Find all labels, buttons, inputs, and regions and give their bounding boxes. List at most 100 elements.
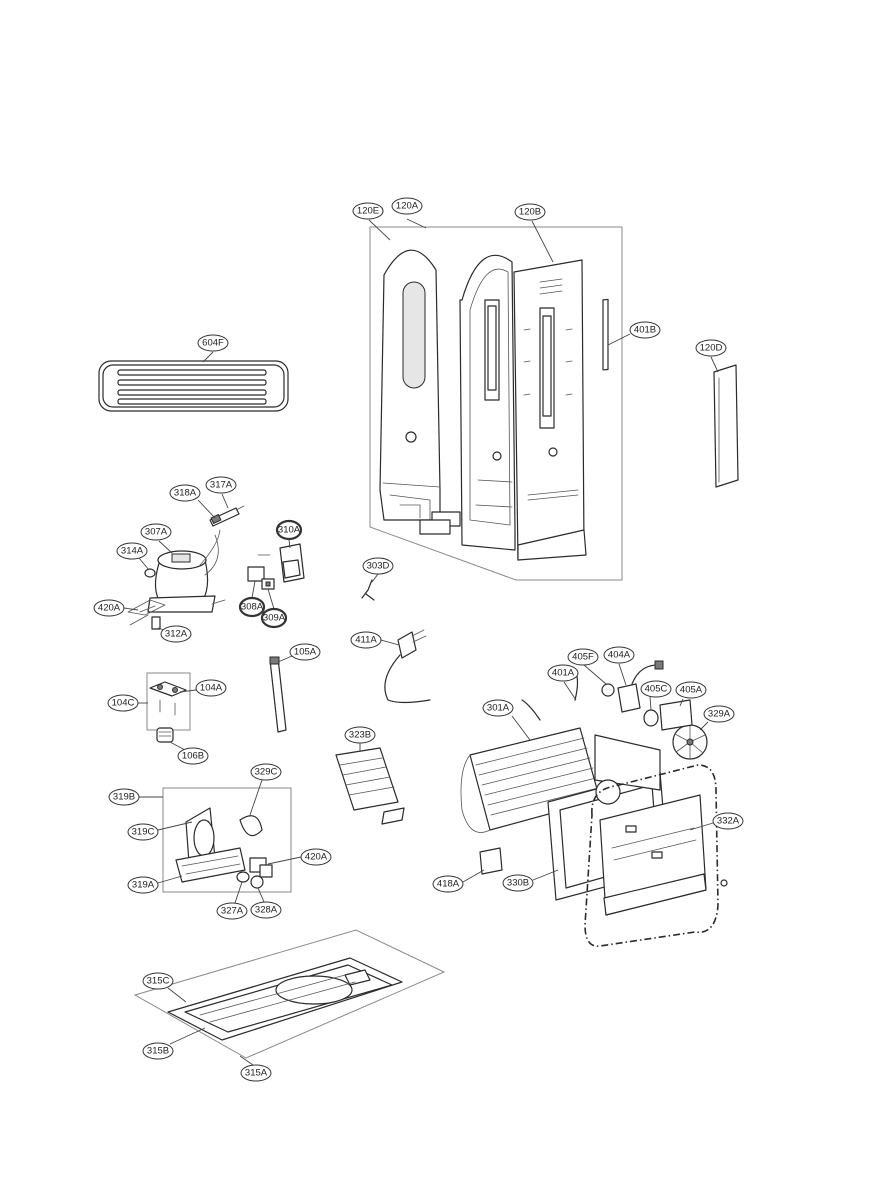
callout-label-text: 303D xyxy=(367,561,390,572)
callout-label-text: 319C xyxy=(132,827,155,838)
callout-label-text: 312A xyxy=(165,629,188,640)
callout-404a: 404A xyxy=(603,646,635,686)
panel-group-outline xyxy=(369,226,623,581)
callout-106b: 106B xyxy=(169,741,209,765)
callout-label-text: 120A xyxy=(396,201,419,212)
callout-420a-top: 420A xyxy=(93,599,139,617)
bracket-group-104 xyxy=(146,672,191,743)
callout-401a: 401A xyxy=(547,664,579,701)
callout-label-text: 418A xyxy=(437,879,460,890)
callout-label-text: 120B xyxy=(519,207,541,218)
callout-label-text: 411A xyxy=(355,635,377,646)
callout-327a: 327A xyxy=(216,881,248,920)
callout-label-text: 318A xyxy=(174,488,197,499)
callout-label-text: 315C xyxy=(147,976,170,987)
strip-401b xyxy=(602,298,609,371)
compressor-307a xyxy=(139,529,226,613)
panel-120b xyxy=(513,259,587,561)
grommets-314a xyxy=(144,568,156,578)
base-pan-outline xyxy=(133,929,446,1059)
callout-label-text: 314A xyxy=(121,546,144,557)
callout-120d: 120D xyxy=(695,339,727,373)
callout-label-text: 329C xyxy=(255,767,278,778)
callout-label-text: 309A xyxy=(263,613,286,624)
callout-319c: 319C xyxy=(127,821,193,841)
side-panel-120d xyxy=(713,364,739,488)
callout-label-text: 106B xyxy=(182,751,204,762)
valve-317a-318a xyxy=(209,505,245,527)
callout-label-text: 327A xyxy=(221,906,244,917)
callout-315b: 315B xyxy=(142,1027,206,1060)
callout-330b: 330B xyxy=(502,869,559,892)
power-cord-411a xyxy=(384,629,431,704)
callout-307a: 307A xyxy=(140,523,173,554)
wire-303d xyxy=(361,579,375,601)
callout-418a: 418A xyxy=(432,869,485,893)
condenser-coil-323b xyxy=(335,747,405,825)
callout-604f: 604F xyxy=(197,334,229,363)
callout-301a: 301A xyxy=(482,699,531,741)
callout-312a: 312A xyxy=(157,625,192,643)
callout-303d: 303D xyxy=(362,557,394,583)
callout-label-text: 401A xyxy=(552,668,575,679)
fan-assembly-319 xyxy=(162,787,292,893)
callout-315a: 315A xyxy=(239,1055,272,1082)
callout-309a: 309A xyxy=(260,588,288,629)
callout-120e: 120E xyxy=(352,202,391,241)
fan-blade-329a xyxy=(672,724,708,760)
callout-120b: 120B xyxy=(514,203,554,263)
callout-label-text: 604F xyxy=(202,338,224,349)
panel-120a xyxy=(419,254,516,551)
callout-314a: 314A xyxy=(116,542,150,571)
callout-405c: 405C xyxy=(640,680,672,711)
callout-label-text: 329A xyxy=(708,709,731,720)
callout-308a: 308A xyxy=(238,580,266,618)
callout-label-text: 301A xyxy=(487,703,510,714)
clip-420a-top xyxy=(127,599,166,626)
callout-label-text: 420A xyxy=(98,603,121,614)
callout-label-text: 405A xyxy=(680,685,703,696)
callout-317a: 317A xyxy=(205,476,237,509)
drier-105a xyxy=(269,656,287,733)
base-pan-315 xyxy=(133,929,446,1059)
callout-label-text: 104A xyxy=(200,683,223,694)
callout-310a: 310A xyxy=(275,519,303,549)
callout-label-text: 307A xyxy=(145,527,168,538)
panel-group-120 xyxy=(369,226,623,581)
callout-label-text: 319B xyxy=(113,792,135,803)
callout-319a: 319A xyxy=(127,875,183,894)
cover-332a xyxy=(584,764,728,947)
callout-332a: 332A xyxy=(689,812,744,831)
callout-104a: 104A xyxy=(179,679,227,697)
sleeve-312a xyxy=(151,616,161,630)
callout-label-text: 401B xyxy=(634,325,656,336)
callout-328a: 328A xyxy=(250,887,282,919)
callout-label-text: 308A xyxy=(241,602,264,613)
callout-104c: 104C xyxy=(107,694,148,712)
callout-label-text: 310A xyxy=(278,525,301,536)
callout-label-text: 315A xyxy=(245,1068,268,1079)
callout-label-text: 404A xyxy=(608,650,631,661)
callout-label-text: 405C xyxy=(645,684,668,695)
callout-329c: 329C xyxy=(249,763,282,816)
callout-label-text: 120E xyxy=(357,206,379,217)
callout-label-text: 317A xyxy=(210,480,233,491)
panel-120e xyxy=(379,249,441,521)
callout-label-text: 330B xyxy=(507,878,529,889)
callout-label-text: 328A xyxy=(255,905,278,916)
callout-label-text: 405F xyxy=(572,652,594,663)
bracket-outline xyxy=(146,672,191,731)
callout-120a: 120A xyxy=(391,197,427,229)
grille-604f xyxy=(98,360,289,412)
callout-label-text: 323B xyxy=(349,730,371,741)
callout-329a: 329A xyxy=(699,705,735,731)
callout-411a: 411A xyxy=(350,631,400,649)
overload-308a-309a xyxy=(247,566,275,590)
callout-label-text: 319A xyxy=(132,880,155,891)
callout-label-text: 105A xyxy=(294,647,317,658)
fan-motor-404a xyxy=(601,660,664,727)
callout-318a: 318A xyxy=(169,484,216,519)
callout-label-text: 104C xyxy=(112,698,135,709)
callout-label-text: 315B xyxy=(147,1046,169,1057)
